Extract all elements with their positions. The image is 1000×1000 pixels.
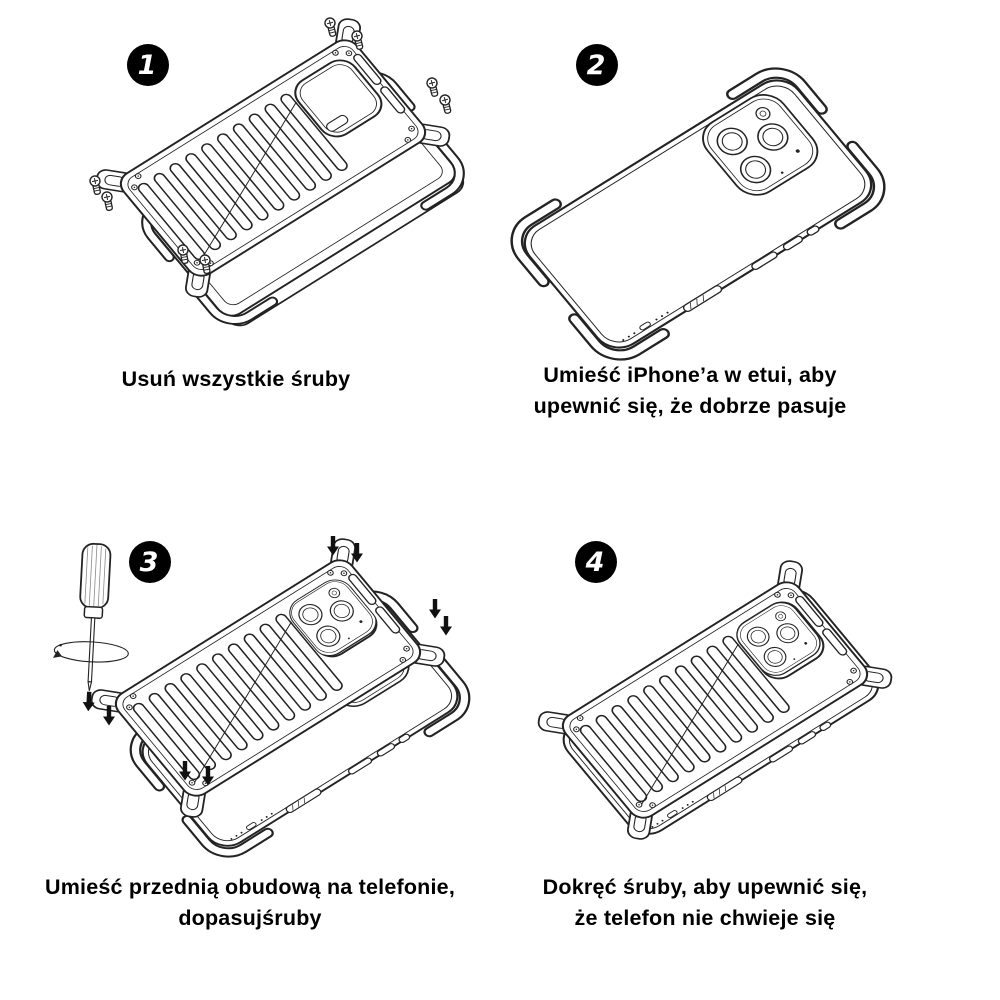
step-3-caption: Umieść przednią obudową na telefonie, do… xyxy=(10,872,490,933)
step-3-badge: 3 xyxy=(129,541,171,583)
down-arrow-icon xyxy=(440,616,452,636)
step-2-badge: 2 xyxy=(576,44,618,86)
exploded-case-illustration xyxy=(55,6,495,351)
step-4-badge: 4 xyxy=(575,541,617,583)
caption-line: upewnić się, że dobrze pasuje xyxy=(533,393,847,418)
step-3-number: 3 xyxy=(139,546,159,578)
screw-icon xyxy=(100,190,116,212)
step-2-caption: Umieść iPhone’a w etui, aby upewnić się,… xyxy=(470,360,910,421)
caption-line: Dokręć śruby, aby upewnić się, xyxy=(542,875,868,899)
screw-icon xyxy=(323,16,339,39)
screwdriver-icon xyxy=(50,542,134,713)
screw-icon xyxy=(425,76,441,99)
caption-line: dopasujśruby xyxy=(178,905,322,930)
caption-line: Umieść iPhone’a w etui, aby xyxy=(543,363,837,387)
phone-in-bumper-illustration xyxy=(478,42,918,367)
caption-line: że telefon nie chwieje się xyxy=(574,905,836,930)
step-1-badge: 1 xyxy=(127,44,169,86)
step-1-caption: Usuń wszystkie śruby xyxy=(16,364,456,395)
step-2-number: 2 xyxy=(586,49,606,81)
screwdriver-assembly-illustration xyxy=(48,526,498,861)
step-1-number: 1 xyxy=(137,49,157,81)
caption-line: Umieść przednią obudową na telefonie, xyxy=(45,875,455,899)
assembled-case-illustration xyxy=(505,532,950,862)
step-4-number: 4 xyxy=(585,546,605,578)
down-arrow-icon xyxy=(429,599,441,619)
screw-icon xyxy=(438,93,454,116)
iphone-back xyxy=(513,70,884,359)
caption-line: Usuń wszystkie śruby xyxy=(121,367,351,391)
step-4-caption: Dokręć śruby, aby upewnić się, że telefo… xyxy=(495,872,915,933)
